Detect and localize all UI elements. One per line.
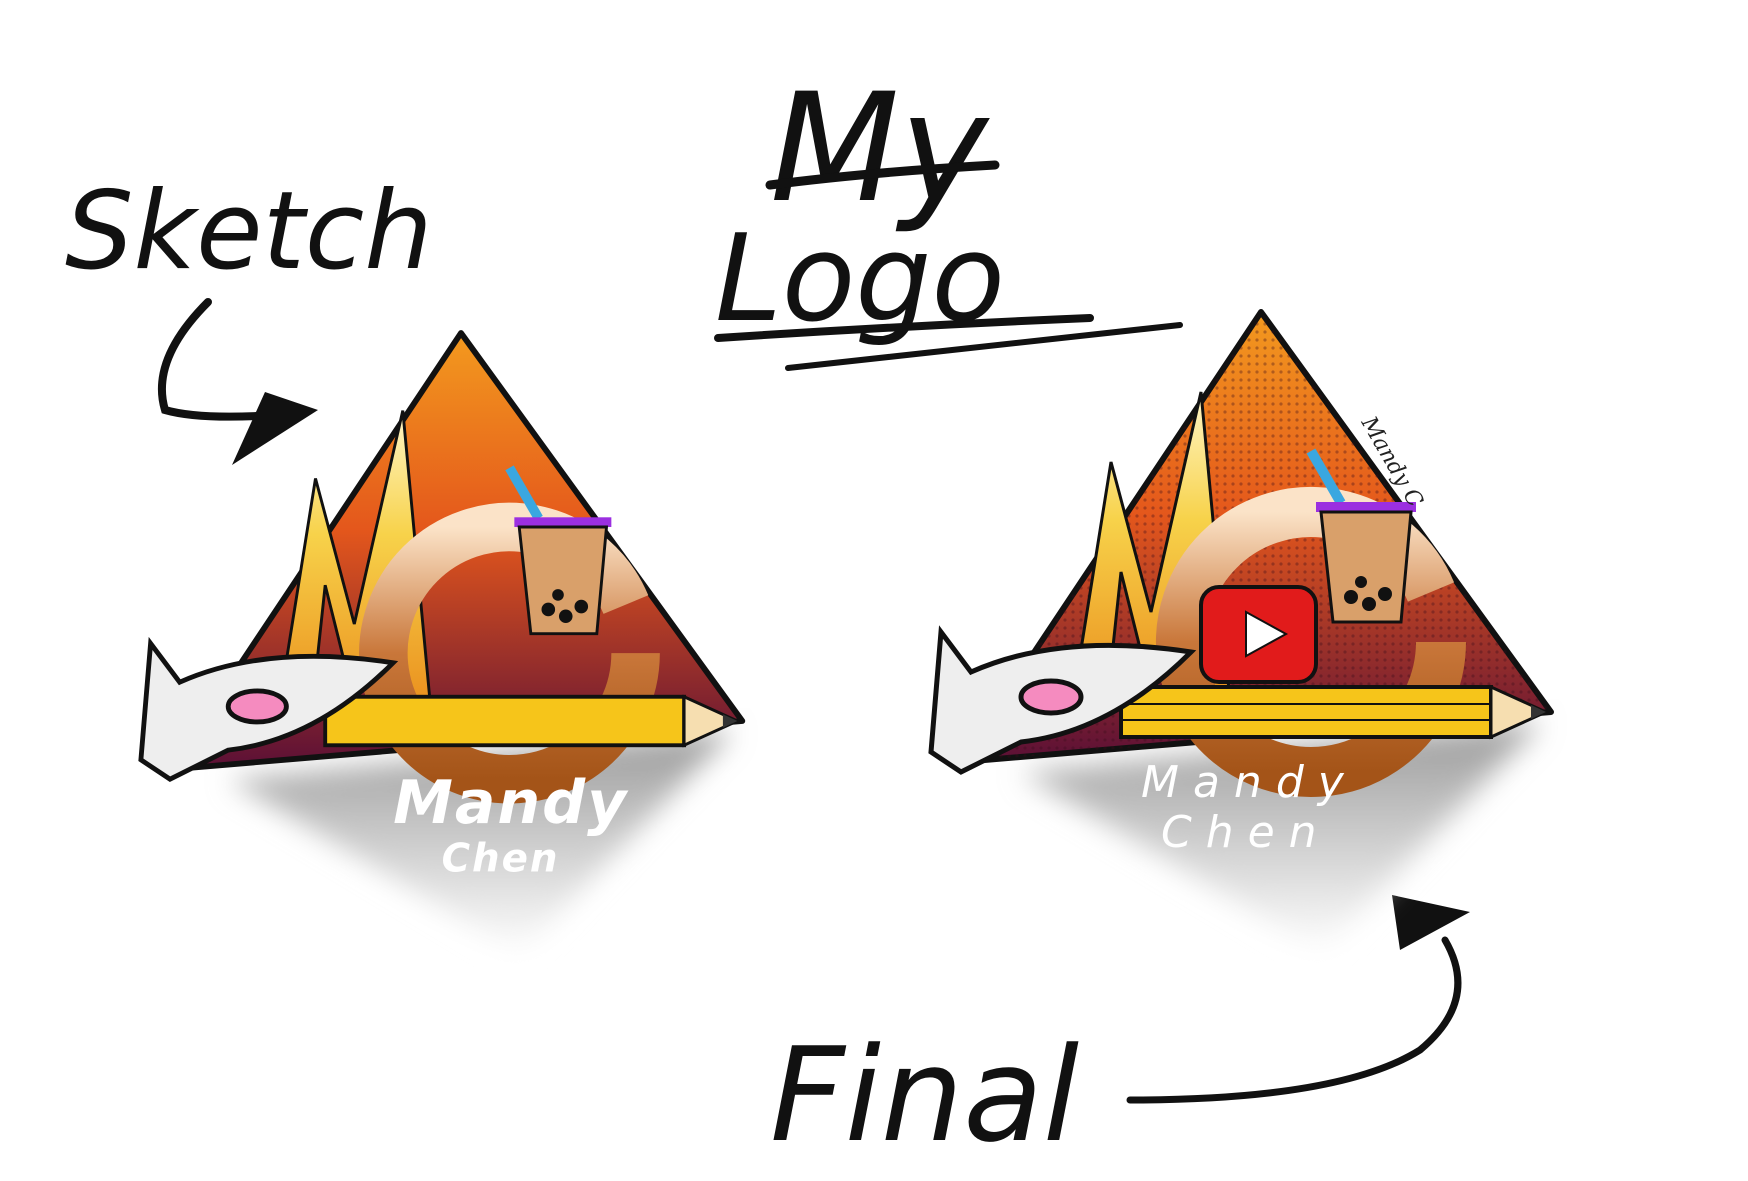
sketch-logo: Mandy Chen — [138, 330, 746, 954]
sketch-arrow — [158, 298, 318, 465]
final-logo: Mandy C Mandy Chen — [928, 309, 1554, 952]
title-underline-3 — [785, 322, 1183, 371]
mask-icon — [138, 636, 399, 782]
final-arrow — [1126, 895, 1470, 1104]
title-underline-1 — [765, 160, 1000, 190]
logo-shadow — [228, 730, 733, 954]
arrowhead-icon — [1392, 895, 1470, 950]
arrowhead-icon — [232, 392, 318, 465]
logo-shadow — [1021, 722, 1541, 952]
boba-cup-icon — [505, 465, 612, 636]
title-heading: My Logo — [714, 62, 1183, 371]
logo-name-first: Mandy — [393, 768, 629, 838]
mask-icon — [928, 625, 1197, 775]
pencil-icon — [1119, 684, 1550, 740]
logo-name-last: Chen — [442, 836, 560, 881]
final-label: Final — [770, 1019, 1079, 1171]
title-line-1: My — [770, 62, 990, 236]
logo-name-last: Chen — [1161, 807, 1331, 858]
pencil-icon — [323, 694, 741, 748]
youtube-play-icon — [1199, 585, 1318, 684]
boba-cup-icon — [1306, 448, 1416, 624]
logo-name-first: Mandy — [1141, 757, 1358, 808]
sketch-label: Sketch — [65, 169, 433, 294]
title-underline-2 — [714, 314, 1094, 342]
